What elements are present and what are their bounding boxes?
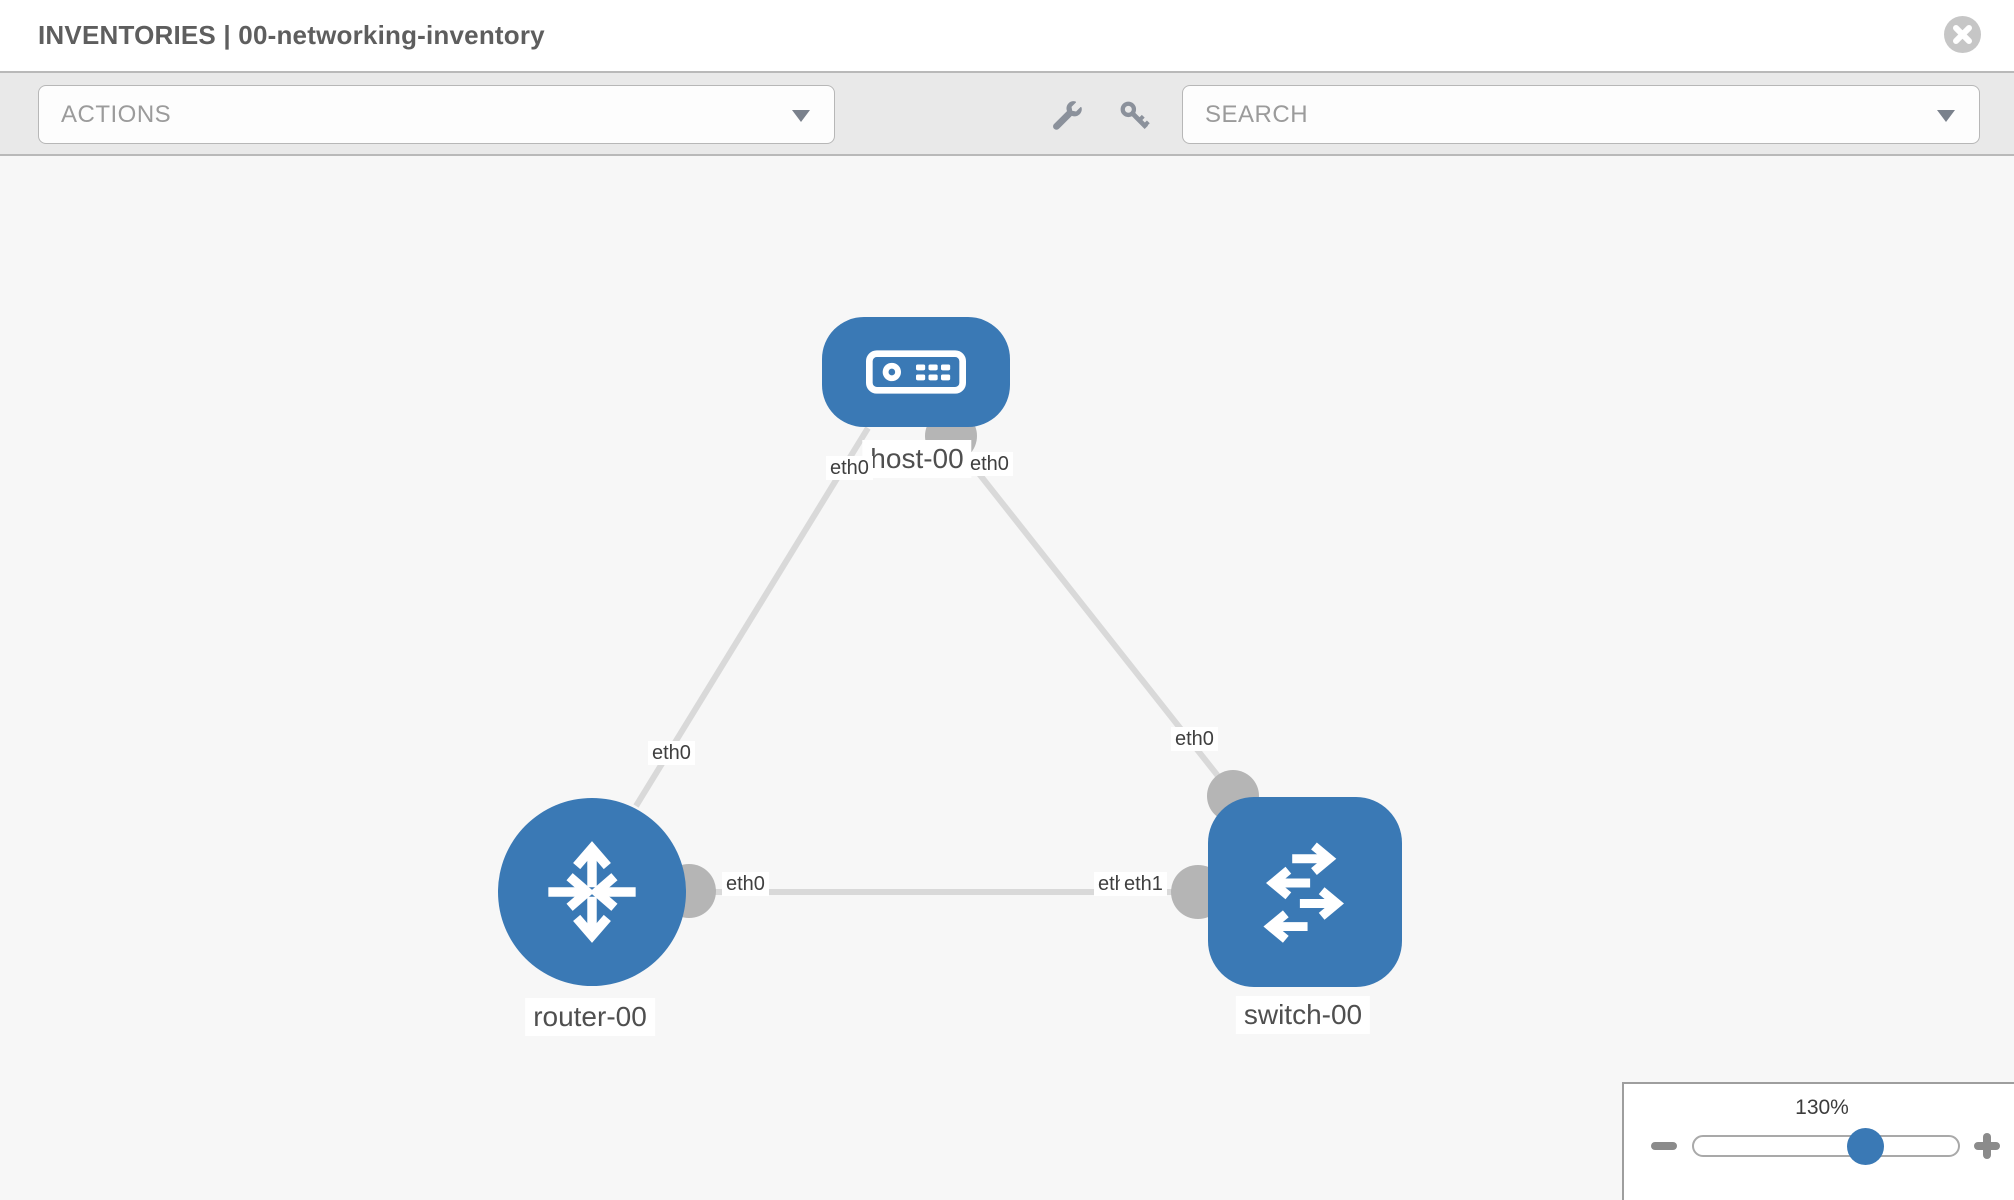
zoom-out-button[interactable] (1648, 1130, 1680, 1162)
node-label-router: router-00 (525, 998, 655, 1036)
close-icon (1944, 16, 1981, 53)
minus-icon (1651, 1142, 1677, 1150)
search-dropdown[interactable]: SEARCH (1182, 85, 1980, 144)
credentials-button[interactable] (1119, 100, 1151, 132)
node-switch-00[interactable] (1208, 797, 1402, 987)
close-button[interactable] (1944, 16, 1981, 53)
router-icon (548, 841, 636, 943)
interface-label-eth1: eth1 (1120, 872, 1167, 896)
interface-label-eth0: eth0 (966, 452, 1013, 476)
zoom-slider-track[interactable] (1692, 1135, 1960, 1157)
interface-label-eth0: eth0 (1171, 727, 1218, 751)
chevron-down-icon (792, 109, 810, 122)
key-icon (1120, 101, 1150, 130)
toolbar: ACTIONS SEARCH (0, 71, 2014, 156)
links-layer (633, 410, 1259, 919)
node-host-00[interactable] (822, 317, 1010, 427)
plus-icon (1974, 1133, 2000, 1159)
actions-dropdown-label: ACTIONS (61, 100, 172, 128)
node-label-host: host-00 (862, 440, 972, 478)
zoom-panel: 130% (1622, 1082, 2014, 1200)
zoom-slider-knob[interactable] (1847, 1128, 1884, 1165)
actions-dropdown[interactable]: ACTIONS (38, 85, 835, 144)
header: INVENTORIES | 00-networking-inventory (0, 0, 2014, 71)
node-router-00[interactable] (498, 798, 686, 986)
search-dropdown-label: SEARCH (1205, 100, 1309, 128)
topology-canvas[interactable]: host-00 router-00 switch-00 eth0 eth0 et… (0, 156, 2014, 1200)
wrench-icon (1053, 101, 1082, 130)
switch-icon (1263, 842, 1344, 943)
node-label-switch: switch-00 (1235, 996, 1371, 1034)
configure-button[interactable] (1051, 100, 1083, 132)
zoom-in-button[interactable] (1971, 1130, 2003, 1162)
interface-label-eth0: eth0 (722, 872, 769, 896)
page-title: INVENTORIES | 00-networking-inventory (38, 20, 545, 50)
interface-label-eth0: eth0 (826, 456, 873, 480)
host-icon (866, 350, 966, 394)
zoom-level-value: 130% (1795, 1096, 1849, 1119)
chevron-down-icon (1937, 109, 1955, 122)
interface-label-eth0: eth0 (648, 741, 695, 765)
